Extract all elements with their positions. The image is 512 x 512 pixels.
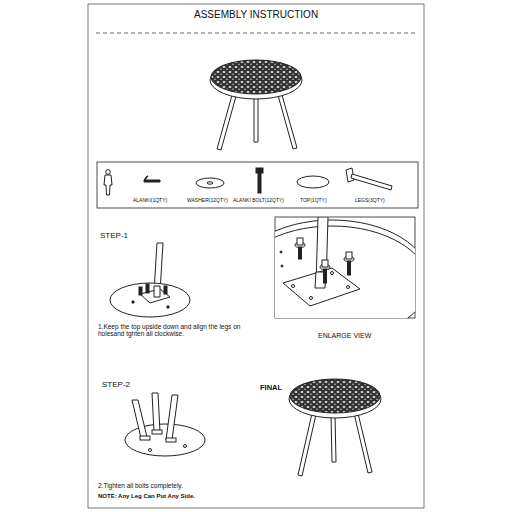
step-instruction: 2.Tighten all bolts completely. — [98, 482, 183, 489]
part-name: LEGS(3QTY) — [355, 198, 385, 204]
part-name: ALANKI BOLT(12QTY) — [233, 198, 284, 204]
title: ASSEMBLY INSTRUCTION — [194, 9, 318, 21]
step-heading: STEP-2 — [102, 380, 130, 389]
step-heading: STEP-1 — [100, 231, 128, 240]
part-name: ALANKI(1QTY) — [133, 198, 167, 204]
step-instruction: 1.Keep the top upside down and align the… — [98, 323, 258, 338]
step-heading: FINAL — [260, 384, 282, 393]
note: NOTE: Any Leg Can Put Any Side. — [98, 493, 195, 500]
view-label: ENLARGE VIEW — [318, 332, 371, 340]
part-name: TOP(1QTY) — [300, 198, 327, 204]
part-name: WASHER(12QTY) — [187, 198, 228, 204]
